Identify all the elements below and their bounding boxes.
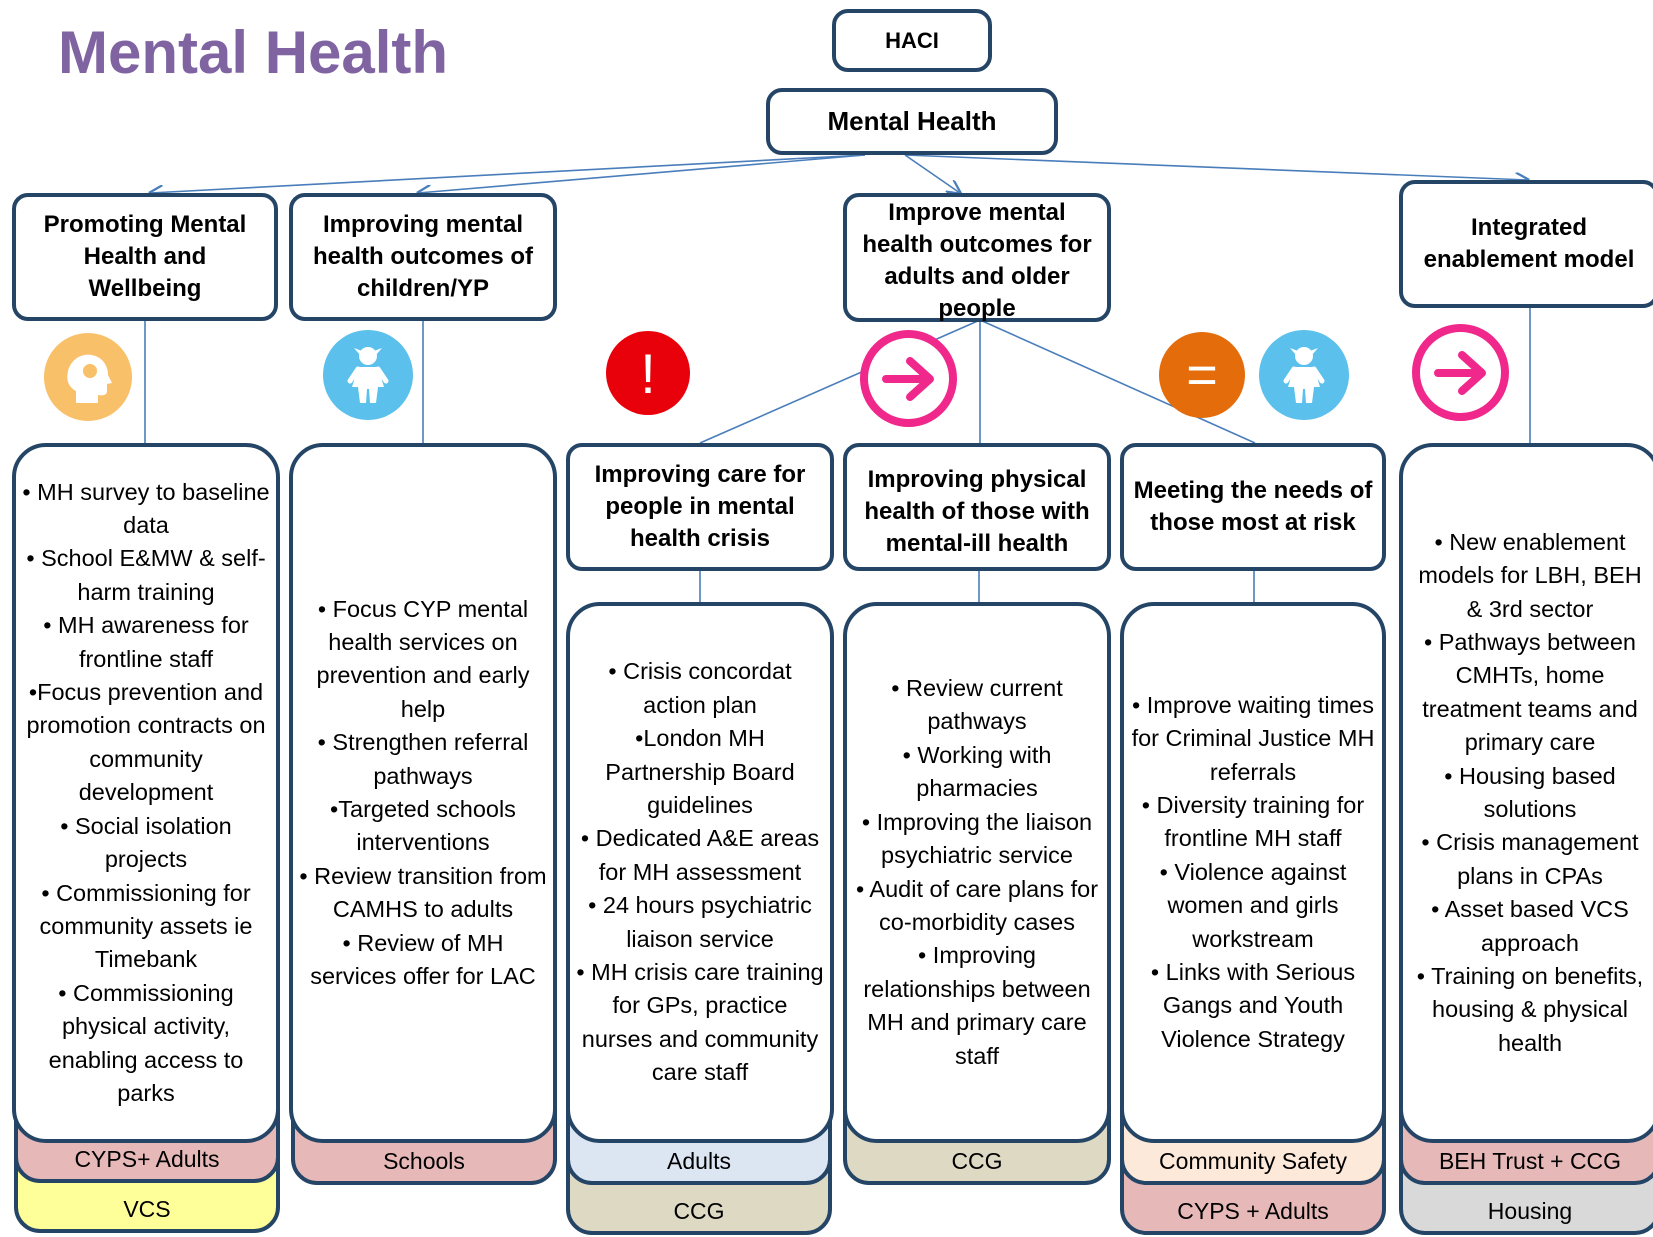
child-icon xyxy=(323,330,413,420)
list-crisis-care: • Crisis concordat action plan •London M… xyxy=(566,602,834,1143)
list-children-outcomes: • Focus CYP mental health services on pr… xyxy=(289,443,557,1143)
list-item: • Strengthen referral pathways xyxy=(317,729,529,789)
list-item: • Review current pathways xyxy=(891,675,1063,735)
list-item: • Commissioning physical activity, enabl… xyxy=(48,979,244,1106)
header-adults-outcomes: Improve mental health outcomes for adult… xyxy=(843,193,1111,322)
list-physical-health: • Review current pathways • Working with… xyxy=(843,602,1111,1143)
list-item: • Housing based solutions xyxy=(1444,762,1616,822)
connector-line xyxy=(150,154,866,193)
connector-line xyxy=(904,154,1528,180)
connector-line xyxy=(418,154,866,193)
list-item: • Improving relationships between MH and… xyxy=(863,942,1091,1069)
list-promoting-wellbeing: • MH survey to baseline data • School E&… xyxy=(12,443,280,1143)
page-title: Mental Health xyxy=(58,19,449,86)
connector-line xyxy=(904,154,960,193)
list-item: • Diversity training for frontline MH st… xyxy=(1141,791,1365,852)
list-item: • Training on benefits, housing & physic… xyxy=(1416,963,1644,1056)
list-item: • Asset based VCS approach xyxy=(1431,896,1629,956)
list-item: • Dedicated A&E areas for MH assessment xyxy=(580,825,820,885)
list-item: • Violence against women and girls works… xyxy=(1159,858,1347,952)
header-most-at-risk: Meeting the needs of those most at risk xyxy=(1120,443,1386,571)
list-item: • Audit of care plans for co-morbidity c… xyxy=(855,875,1099,935)
header-children-outcomes: Improving mental health outcomes of chil… xyxy=(289,193,557,321)
list-item: • MH awareness for frontline staff xyxy=(43,612,249,672)
list-item: • 24 hours psychiatric liaison service xyxy=(588,892,812,952)
header-promoting-wellbeing: Promoting Mental Health and Wellbeing xyxy=(12,193,278,321)
list-most-at-risk: • Improve waiting times for Criminal Jus… xyxy=(1120,602,1386,1143)
list-item: • Links with Serious Gangs and Youth Vio… xyxy=(1150,959,1356,1052)
child-icon xyxy=(1259,330,1349,420)
list-item: • Focus CYP mental health services on pr… xyxy=(316,595,530,722)
list-item: •Targeted schools interventions xyxy=(330,796,516,856)
header-crisis-care: Improving care for people in mental heal… xyxy=(566,443,834,571)
list-item: • Social isolation projects xyxy=(60,812,232,873)
head-brain-icon xyxy=(44,333,132,421)
list-item: • Review transition from CAMHS to adults xyxy=(299,862,547,923)
equals-icon: = xyxy=(1159,332,1245,418)
header-integrated-enablement: Integrated enablement model xyxy=(1399,180,1653,308)
arrow-right-icon xyxy=(1412,324,1509,421)
list-item: • Review of MH services offer for LAC xyxy=(310,929,536,990)
list-item: • Crisis concordat action plan xyxy=(608,658,792,718)
list-item: • MH survey to baseline data xyxy=(22,478,270,539)
list-item: •Focus prevention and promotion contract… xyxy=(26,679,266,806)
exclamation-icon: ! xyxy=(606,331,690,415)
root-node: HACI xyxy=(832,9,992,72)
main-node: Mental Health xyxy=(766,88,1058,155)
list-item: • New enablement models for LBH, BEH & 3… xyxy=(1418,528,1642,622)
arrow-right-icon xyxy=(860,330,957,427)
list-item: • Pathways between CMHTs, home treatment… xyxy=(1422,628,1638,756)
connector-line xyxy=(979,319,1256,444)
list-item: • Working with pharmacies xyxy=(902,741,1052,802)
list-item: • Crisis management plans in CPAs xyxy=(1421,829,1639,889)
list-integrated-enablement: • New enablement models for LBH, BEH & 3… xyxy=(1399,443,1653,1143)
list-item: • MH crisis care training for GPs, pract… xyxy=(576,959,824,1086)
list-item: • Improve waiting times for Criminal Jus… xyxy=(1131,691,1375,785)
header-physical-health: Improving physical health of those with … xyxy=(843,443,1111,571)
list-item: •London MH Partnership Board guidelines xyxy=(605,725,795,818)
list-item: • Improving the liaison psychiatric serv… xyxy=(861,808,1093,869)
list-item: • Commissioning for community assets ie … xyxy=(39,879,253,973)
list-item: • School E&MW & self-harm training xyxy=(26,545,266,605)
